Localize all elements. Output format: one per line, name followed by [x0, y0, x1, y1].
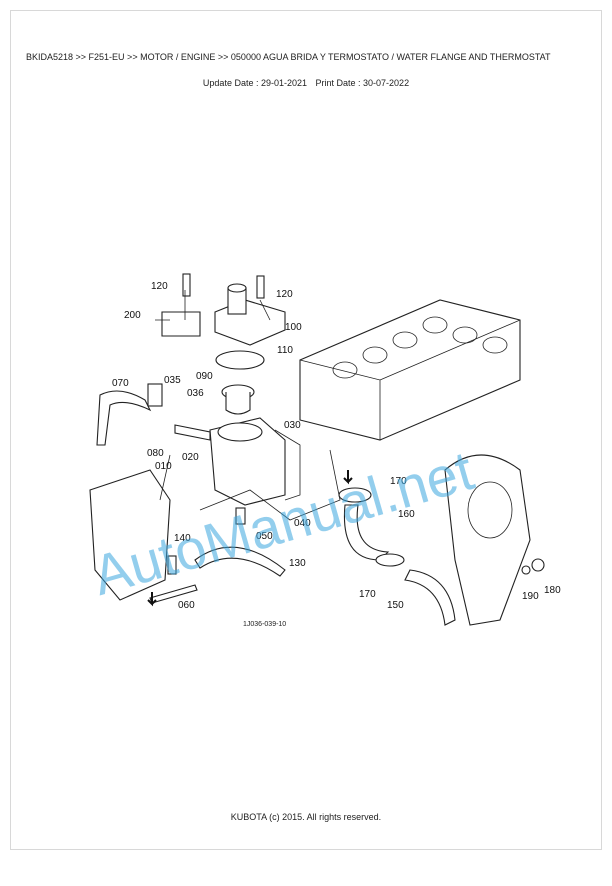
gasket-110-drawing: [215, 350, 265, 370]
callout-label: 060: [178, 600, 195, 611]
date-line: Update Date : 29-01-2021 Print Date : 30…: [0, 78, 612, 88]
arrow-icon: [343, 470, 353, 485]
callout-label: 170: [390, 476, 407, 487]
diagram-reference-code: 1J036-039-10: [243, 621, 286, 628]
callout-label: 100: [285, 322, 302, 333]
hose-070-drawing: [96, 390, 152, 446]
callout-label: 020: [182, 452, 199, 463]
callout-label: 035: [164, 375, 181, 386]
callout-label: 110: [277, 345, 293, 356]
callout-labels: 120 120 200 100 110 090 070 035 036 030 …: [112, 281, 561, 611]
arrow-icon: [147, 592, 157, 607]
water-flange-010-drawing: [209, 417, 301, 506]
sensor-035-drawing: [147, 383, 163, 407]
hose-assembly-drawing: [338, 487, 456, 626]
bolt-050-drawing: [235, 507, 246, 525]
thermostat-090-drawing: [221, 384, 255, 415]
callout-label: 200: [124, 310, 141, 321]
callout-label: 180: [544, 585, 561, 596]
callout-label: 140: [174, 533, 191, 544]
callout-label: 170: [359, 589, 376, 600]
callout-label: 080: [147, 448, 164, 459]
callout-label: 030: [284, 420, 301, 431]
bolts-120-drawing: [182, 273, 265, 299]
plate-200-drawing: [161, 311, 201, 337]
engine-block-drawing: [299, 299, 521, 441]
callout-label: 010: [155, 461, 172, 472]
callout-label: 150: [387, 600, 404, 611]
callout-label: 190: [522, 591, 539, 602]
pipe-020-drawing: [174, 424, 211, 441]
callout-label: 120: [276, 289, 293, 300]
callout-label: 090: [196, 371, 213, 382]
leader-lines: [155, 290, 341, 521]
callout-label: 040: [294, 518, 311, 529]
callout-label: 070: [112, 378, 129, 389]
document-page: [10, 10, 602, 850]
callout-label: 050: [256, 531, 273, 542]
callout-label: 036: [187, 388, 204, 399]
copyright-footer: KUBOTA (c) 2015. All rights reserved.: [230, 812, 382, 822]
bracket-130-drawing: [194, 546, 286, 577]
callout-label: 160: [398, 509, 415, 520]
callout-label: 120: [151, 281, 168, 292]
print-date: Print Date : 30-07-2022: [315, 78, 410, 88]
bolt-140-drawing: [167, 555, 177, 575]
thermostat-cover-drawing: [214, 283, 286, 346]
breadcrumb: BKIDA5218 >> F251-EU >> MOTOR / ENGINE >…: [26, 52, 551, 62]
update-date: Update Date : 29-01-2021: [202, 78, 307, 88]
pump-housing-drawing: [89, 469, 171, 601]
callout-label: 130: [289, 558, 306, 569]
right-housing-drawing: [444, 454, 545, 626]
